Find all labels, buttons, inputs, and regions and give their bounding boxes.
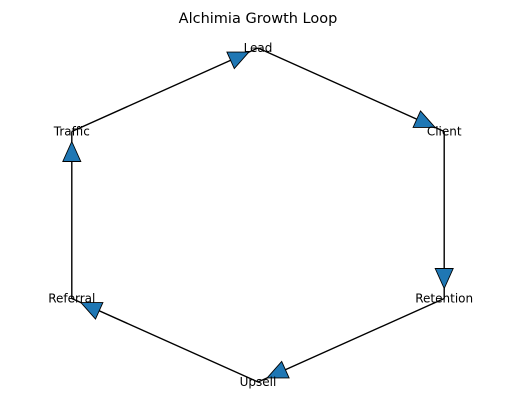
node-label-referral: Referral — [48, 292, 95, 306]
edge-upsell-to-referral — [71, 297, 259, 383]
edge-traffic-to-lead — [71, 47, 259, 133]
arrowhead-retention-to-upsell — [266, 360, 290, 379]
arrowheads-layer — [62, 51, 454, 379]
node-label-upsell: Upsell — [240, 375, 277, 389]
arrowhead-referral-to-traffic — [62, 140, 82, 162]
arrowhead-upsell-to-referral — [79, 302, 104, 320]
edge-lead-to-client — [257, 47, 445, 133]
arrowhead-client-to-retention — [434, 268, 454, 290]
node-label-retention: Retention — [415, 292, 473, 306]
arrowhead-lead-to-client — [412, 110, 437, 128]
arrowhead-traffic-to-lead — [226, 51, 250, 70]
node-label-client: Client — [427, 125, 462, 139]
edges-layer — [71, 47, 445, 383]
diagram-title: Alchimia Growth Loop — [179, 11, 338, 27]
edge-retention-to-upsell — [257, 297, 445, 383]
node-label-traffic: Traffic — [53, 125, 90, 139]
node-label-lead: Lead — [244, 41, 273, 55]
